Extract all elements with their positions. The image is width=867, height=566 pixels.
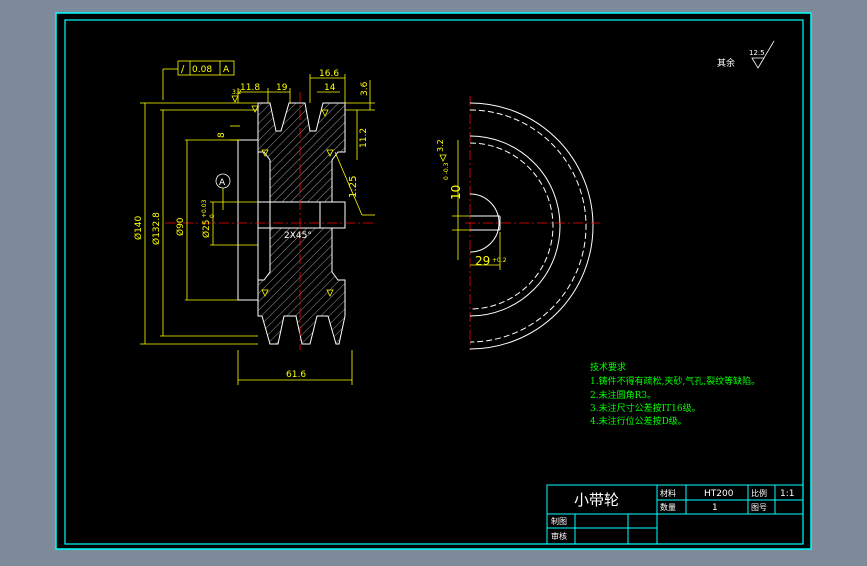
tolerance-datum: A xyxy=(223,65,230,75)
keyway xyxy=(269,201,321,229)
drawing-frame xyxy=(64,19,804,545)
tech-item-4: 4.未注行位公差按D级。 xyxy=(590,415,687,427)
roughness-side: 3.2 xyxy=(436,139,445,152)
roughness-marks-front xyxy=(231,95,334,297)
title-block: 小带轮 材料 HT200 比例 1:1 数量 1 图号 制图 审核 xyxy=(546,484,804,545)
hub-outline xyxy=(237,139,259,301)
dim-chamfer: 2X45° xyxy=(284,231,312,241)
bore xyxy=(257,201,346,229)
roughness-front: 3.2 xyxy=(232,89,242,96)
tolerance-value: 0.08 xyxy=(192,65,212,75)
dim-29-tol: +0.2 xyxy=(492,257,507,264)
datum-a: A xyxy=(215,173,231,189)
side-view-dimensions xyxy=(439,140,501,270)
tech-item-1: 1.铸件不得有疏松,夹砂,气孔,裂纹等缺陷。 xyxy=(590,375,760,387)
drawing-sheet xyxy=(55,12,812,550)
dim-90: Ø90 xyxy=(175,217,186,236)
dim-132-8: Ø132.8 xyxy=(151,212,162,245)
dim-10-tol: 0 -0.3 xyxy=(443,162,450,180)
tolerance-frame: / 0.08 A xyxy=(163,60,235,76)
material-label: 材料 xyxy=(660,488,676,498)
tech-title: 技术要求 xyxy=(590,361,626,373)
dim-16-6: 16.6 xyxy=(319,69,339,79)
dim-bore: Ø25 xyxy=(201,219,212,238)
other-surface-roughness: 其余 12.5 xyxy=(717,40,775,69)
tech-requirements: 技术要求 1.铸件不得有疏松,夹砂,气孔,裂纹等缺陷。 2.未注圆角R3。 3.… xyxy=(590,361,760,427)
front-view xyxy=(165,92,375,350)
dim-19: 19 xyxy=(276,83,288,93)
scale-value: 1:1 xyxy=(780,489,794,499)
dim-10: 10 xyxy=(449,185,463,200)
dim-width: 61.6 xyxy=(286,370,306,380)
other-value: 12.5 xyxy=(749,49,765,57)
dim-taper: 1:25 xyxy=(348,176,359,198)
dim-bore-tol: +0.03 xyxy=(201,199,208,218)
dim-14: 14 xyxy=(324,83,336,93)
front-view-dimensions xyxy=(140,69,375,385)
side-view xyxy=(465,96,600,350)
dim-140: Ø140 xyxy=(133,215,144,240)
dimension-texts: Ø140 Ø132.8 Ø90 Ø25 +0.03 0 61.6 11.8 19… xyxy=(133,69,507,380)
tech-item-2: 2.未注圆角R3。 xyxy=(590,389,656,401)
qty-value: 1 xyxy=(712,503,718,513)
drawn-label: 制图 xyxy=(551,516,567,526)
dim-bore-tol-low: 0 xyxy=(209,214,216,218)
material-value: HT200 xyxy=(704,489,734,499)
svg-text:A: A xyxy=(219,178,226,188)
qty-label: 数量 xyxy=(660,502,676,512)
drawing-no-label: 图号 xyxy=(751,503,767,512)
checked-label: 审核 xyxy=(551,531,567,541)
part-name: 小带轮 xyxy=(574,491,619,509)
dim-11-8: 11.8 xyxy=(240,83,260,93)
tolerance-symbol: / xyxy=(181,64,185,75)
other-label: 其余 xyxy=(717,57,735,69)
tech-item-3: 3.未注尺寸公差按IT16级。 xyxy=(590,402,701,414)
dim-11-2: 11.2 xyxy=(359,128,369,148)
dim-3-6: 3.6 xyxy=(360,81,370,96)
dim-29: 29 xyxy=(475,254,490,268)
scale-label: 比例 xyxy=(751,488,767,498)
dim-8: 8 xyxy=(217,132,227,138)
